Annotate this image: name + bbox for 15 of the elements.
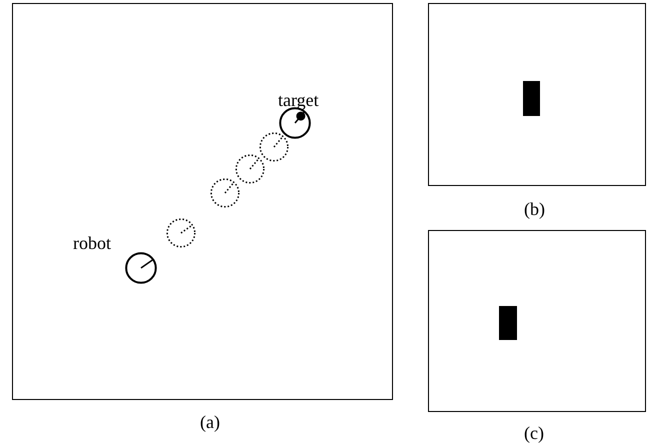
panel-caption: (a) [200, 412, 220, 432]
robot-path-pose [259, 132, 289, 162]
panel-caption: (b) [524, 199, 545, 219]
robot-path-pose [210, 178, 240, 208]
panel-caption: (c) [524, 423, 544, 443]
obstacle-bar [499, 306, 517, 340]
panel-frame [428, 230, 646, 412]
robot-pose [125, 252, 157, 284]
pose-label: robot [73, 233, 111, 253]
robot-path-pose [166, 218, 196, 248]
pose-label: target [278, 90, 319, 110]
panel-frame [428, 3, 646, 186]
robot-path-pose [235, 154, 265, 184]
panel-frame [12, 3, 393, 400]
obstacle-bar [523, 81, 540, 116]
